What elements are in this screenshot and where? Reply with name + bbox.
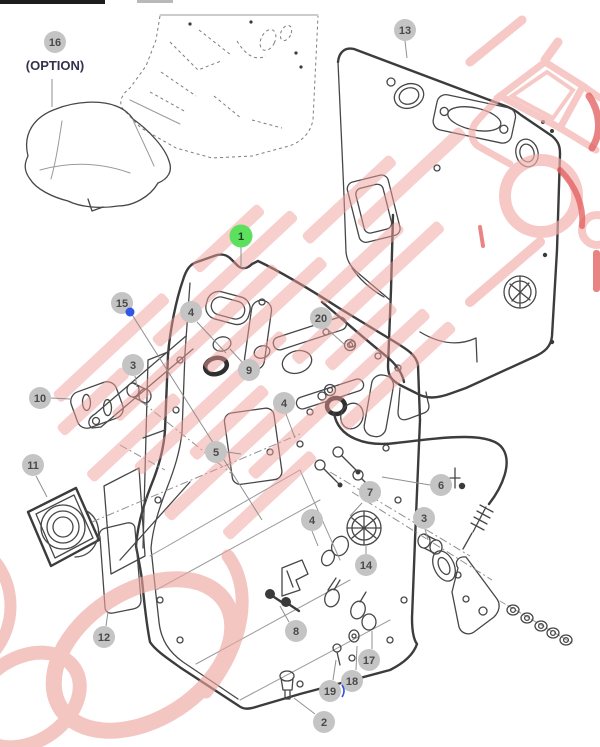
lever-bracket xyxy=(451,556,573,646)
callout-12: 12 xyxy=(93,626,115,648)
callout-5: 5 xyxy=(205,441,227,463)
part-11-lamp xyxy=(26,486,101,568)
gauge-detail xyxy=(320,510,382,567)
svg-text:8: 8 xyxy=(293,626,299,638)
callout-4-b: 4 xyxy=(273,392,295,414)
callout-7: 7 xyxy=(359,481,381,503)
callout-8: 8 xyxy=(285,620,307,642)
svg-text:17: 17 xyxy=(363,655,375,667)
svg-text:4: 4 xyxy=(188,307,195,319)
construction-lines xyxy=(91,401,493,581)
svg-text:11: 11 xyxy=(27,460,39,472)
part-16-cover xyxy=(24,101,172,212)
svg-text:14: 14 xyxy=(360,560,373,572)
callout-20: 20 xyxy=(310,307,332,329)
svg-text:18: 18 xyxy=(346,676,358,688)
callout-4-c: 4 xyxy=(301,509,323,531)
callout-17: 17 xyxy=(358,649,380,671)
part-12-sheet xyxy=(98,522,142,614)
svg-text:3: 3 xyxy=(421,513,427,525)
svg-text:3: 3 xyxy=(130,360,136,372)
svg-text:7: 7 xyxy=(367,487,373,499)
svg-text:13: 13 xyxy=(399,25,411,37)
ghost-chassis-outline xyxy=(120,14,319,159)
svg-text:15: 15 xyxy=(116,298,128,310)
part-10-pad xyxy=(70,381,124,429)
callout-13: 13 xyxy=(394,19,416,41)
svg-text:10: 10 xyxy=(34,393,46,405)
callout-3-a: 3 xyxy=(122,354,144,376)
part-13-panel xyxy=(320,47,562,421)
blue-tick-marker xyxy=(341,684,345,698)
svg-text:12: 12 xyxy=(98,632,110,644)
callout-18: 18 xyxy=(341,670,363,692)
callout-3-b: 3 xyxy=(413,507,435,529)
svg-text:2: 2 xyxy=(321,717,327,729)
svg-text:6: 6 xyxy=(438,480,444,492)
blue-dot-marker xyxy=(125,307,135,317)
svg-text:4: 4 xyxy=(281,398,288,410)
callout-11: 11 xyxy=(22,454,44,476)
callout-4-a: 4 xyxy=(180,301,202,323)
callout-19: 19 xyxy=(319,680,341,702)
svg-text:19: 19 xyxy=(324,686,336,698)
callout-2: 2 xyxy=(313,711,335,733)
callout-10: 10 xyxy=(29,387,51,409)
part-3-bushing-left xyxy=(126,382,152,404)
svg-text:16: 16 xyxy=(49,37,61,49)
callout-14: 14 xyxy=(355,554,377,576)
callout-16: 16 xyxy=(44,31,66,53)
svg-text:1: 1 xyxy=(238,231,244,243)
svg-text:20: 20 xyxy=(315,313,327,325)
svg-text:9: 9 xyxy=(246,365,252,377)
callout-9: 9 xyxy=(238,359,260,381)
callout-1-highlighted: 1 xyxy=(229,224,253,248)
svg-text:4: 4 xyxy=(309,515,316,527)
callouts: 16 13 1 15 4 20 3 9 xyxy=(22,19,452,733)
option-label: (OPTION) xyxy=(26,58,85,73)
cable-assembly xyxy=(332,411,508,582)
top-edge-bars xyxy=(0,0,173,4)
callout-6: 6 xyxy=(430,474,452,496)
part-13-dial xyxy=(503,275,537,309)
watermark xyxy=(0,15,600,747)
part-1-main-panel xyxy=(88,253,422,710)
leader-lines xyxy=(35,40,431,715)
svg-text:5: 5 xyxy=(213,447,219,459)
bottom-hardware xyxy=(265,559,377,700)
